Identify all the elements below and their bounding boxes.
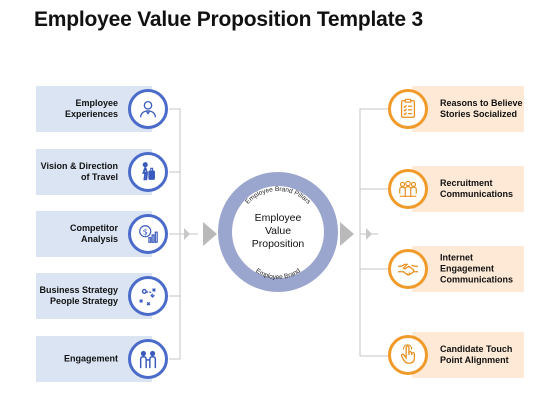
svg-text:Employee Brand: Employee Brand: [254, 267, 302, 281]
left-item-label-line1: Engagement: [63, 353, 118, 364]
left-item-label-line2: Experiences: [64, 109, 118, 119]
left-item-engagement: Engagement: [36, 336, 152, 382]
center-label: Employee Value Proposition: [236, 212, 320, 251]
right-item-label-line1: Candidate Touch: [440, 344, 513, 354]
left-item-label-line2: People Strategy: [49, 296, 118, 306]
svg-text:Employee Brand Pillars: Employee Brand Pillars: [244, 186, 312, 206]
right-item-label-line2: Communications: [440, 189, 514, 199]
left-item-label-line1: Business Strategy: [39, 285, 118, 295]
right-item-label-line1: Internet: [440, 252, 474, 263]
svg-text:$: $: [143, 226, 148, 236]
right-item-label-line1: Reasons to Believe: [440, 98, 523, 108]
ring-bottom-label: Employee Brand: [254, 267, 302, 281]
handshake-icon: [388, 249, 428, 289]
person-icon: [128, 89, 168, 129]
group-icon: [388, 169, 428, 209]
right-item-label-line3: Communications: [440, 274, 514, 285]
strategy-plan-icon: [128, 276, 168, 316]
left-item-label-line1: Competitor: [70, 223, 118, 233]
left-item-label-line2: of Travel: [80, 172, 118, 182]
right-item-label-line2: Engagement: [440, 263, 495, 274]
ring-top-label: Employee Brand Pillars: [244, 186, 312, 206]
right-item-label-line1: Recruitment: [440, 178, 493, 188]
people-talking-icon: [128, 339, 168, 379]
center-circle: [232, 186, 324, 278]
left-item-label-line1: Employee: [75, 98, 118, 108]
page-title: Employee Value Proposition Template 3: [34, 8, 423, 31]
right-item-label-line2: Point Alignment: [440, 355, 509, 365]
traveler-icon: [128, 152, 168, 192]
right-item-label-line2: Stories Socialized: [440, 109, 518, 119]
left-item-label-line1: Vision & Direction: [40, 161, 118, 171]
center-label-line2: Value: [264, 225, 292, 237]
center-label-line1: Employee: [254, 212, 302, 224]
touch-icon: [388, 335, 428, 375]
left-item-label-line2: Analysis: [80, 234, 118, 244]
center-label-line3: Proposition: [251, 238, 305, 250]
money-growth-icon: $: [128, 214, 168, 254]
checklist-icon: [388, 89, 428, 129]
